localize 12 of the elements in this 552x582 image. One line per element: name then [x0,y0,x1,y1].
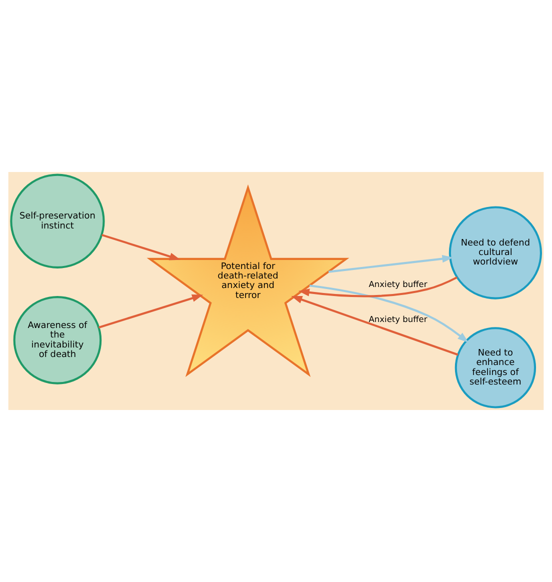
arrow [101,234,181,260]
node-circle: Self-preservation instinct [10,174,105,268]
node-circle: Need to enhance feelings of self-esteem [454,327,536,408]
arrow [298,276,458,298]
arrow [309,284,469,343]
node-circle: Awareness of the inevitability of death [13,296,102,384]
arrow [291,296,458,356]
edge-label: Anxiety buffer [368,314,428,324]
node-circle: Need to defend cultural worldview [448,206,542,300]
edge-label: Anxiety buffer [368,278,428,289]
arrow [98,294,204,328]
arrow [328,254,454,273]
